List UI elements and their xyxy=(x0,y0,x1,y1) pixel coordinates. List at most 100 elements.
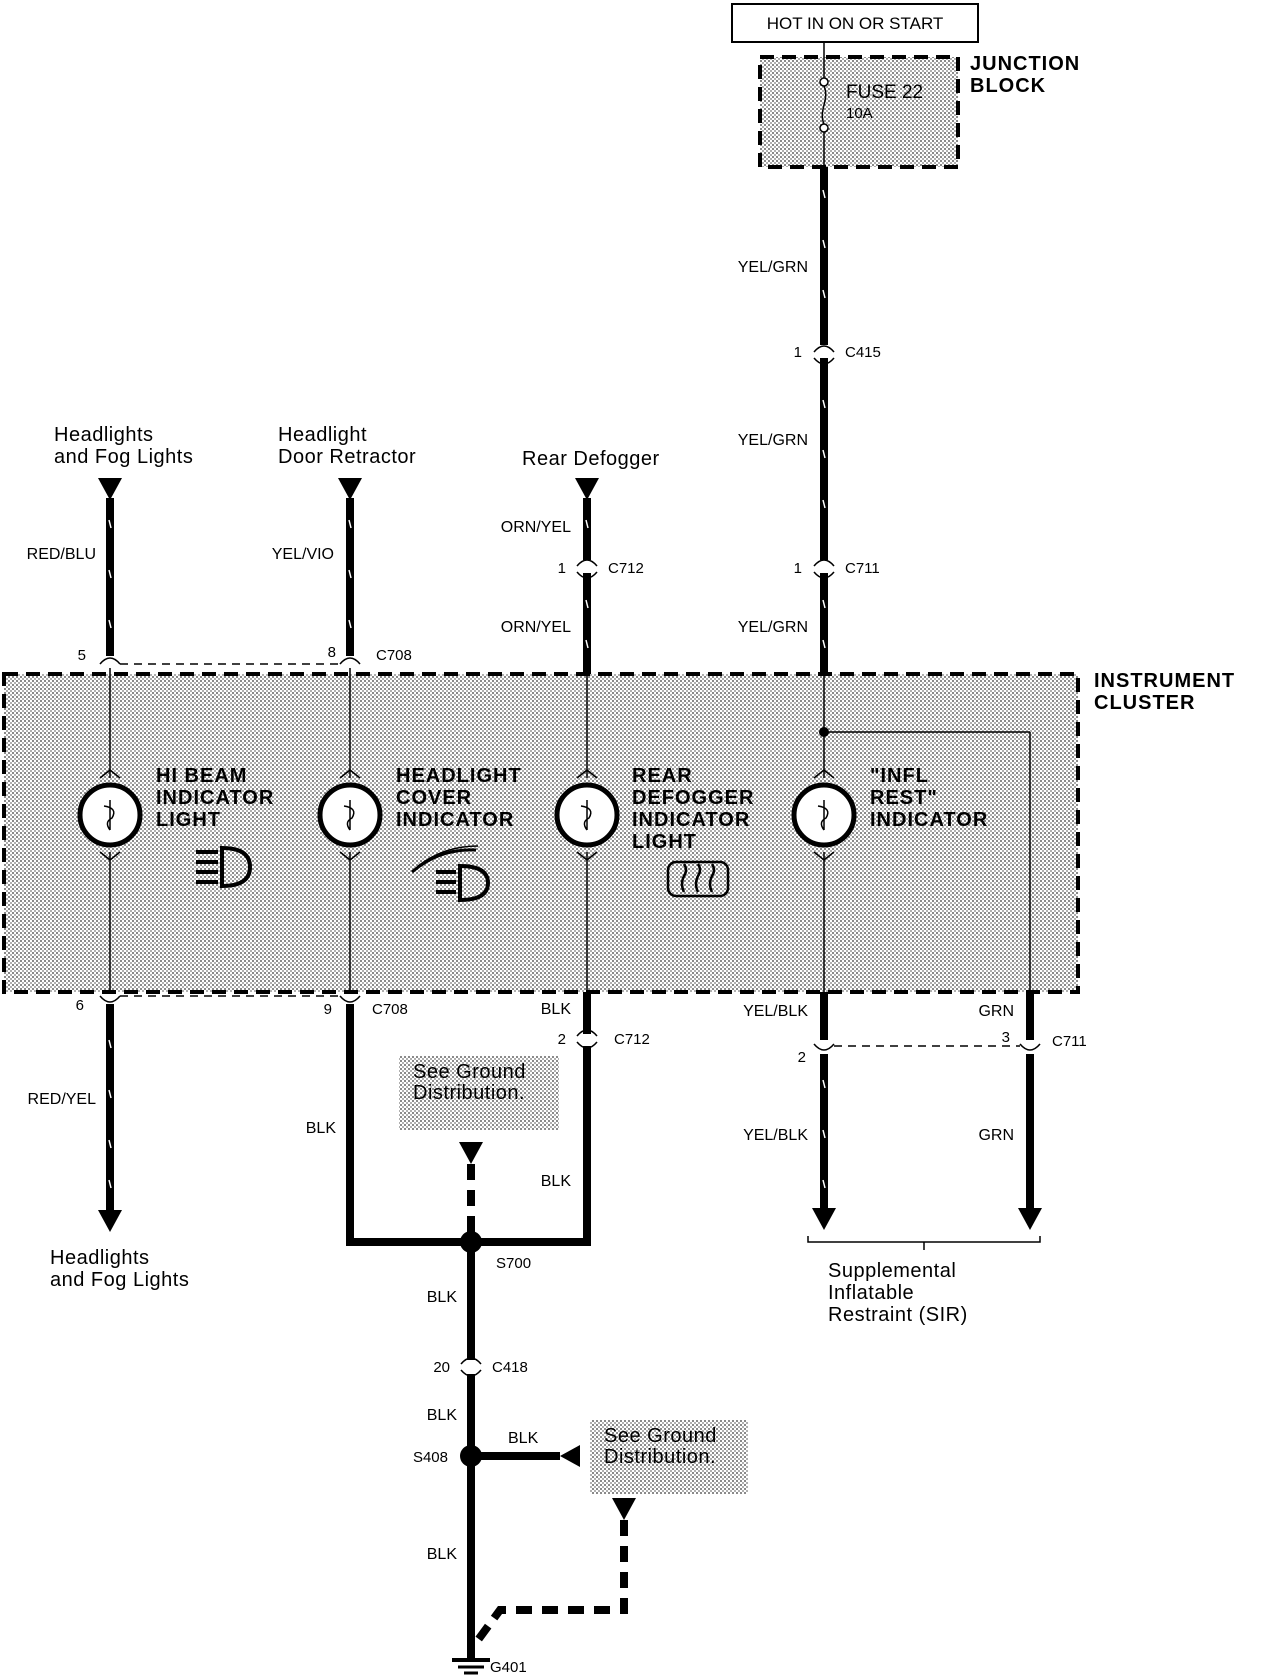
orn-yel-wire: ORN/YEL ORN/YEL 1 C712 xyxy=(501,478,644,675)
wire-label-grn-2: GRN xyxy=(978,1127,1014,1144)
infl-rest-line-2: REST" xyxy=(870,787,938,809)
source-headlight-door-2: Door Retractor xyxy=(278,446,416,468)
hot-label: HOT IN ON OR START xyxy=(767,14,944,33)
headlight-cover-label: HEADLIGHT COVER INDICATOR xyxy=(396,765,522,831)
c415-pin: 1 xyxy=(794,344,802,361)
connector-c711-top: 1 C711 xyxy=(794,559,880,579)
headlight-cover-line-3: INDICATOR xyxy=(396,809,514,831)
arrow-down-icon xyxy=(338,478,362,500)
wire-label-yel-vio: YEL/VIO xyxy=(272,546,334,563)
source-rear-defogger: Rear Defogger xyxy=(522,448,660,470)
yel-grn-feed: YEL/GRN YEL/GRN YEL/GRN xyxy=(738,167,828,675)
headlight-cover-line-1: HEADLIGHT xyxy=(396,765,522,787)
wire-label-yel-blk-2: YEL/BLK xyxy=(743,1127,808,1144)
hi-beam-bulb xyxy=(77,769,143,861)
wire-label-orn-yel-2: ORN/YEL xyxy=(501,619,571,636)
arrow-down-icon xyxy=(98,1210,122,1232)
fuse-rating: 10A xyxy=(846,105,873,122)
hi-beam-label: HI BEAM INDICATOR LIGHT xyxy=(156,765,274,831)
cluster-label-2: CLUSTER xyxy=(1094,692,1195,714)
splice-s408 xyxy=(460,1445,482,1467)
arrow-down-icon xyxy=(812,1208,836,1230)
sir-label-3: Restraint (SIR) xyxy=(828,1304,968,1326)
hi-beam-line-1: HI BEAM xyxy=(156,765,247,787)
source-headlights-fog-bottom-1: Headlights xyxy=(50,1247,150,1269)
c708-pin8: 8 xyxy=(328,644,336,661)
rear-defogger-line-3: INDICATOR xyxy=(632,809,750,831)
wire-stripe-marks xyxy=(108,189,826,1189)
connector-c708-top: 5 8 C708 xyxy=(78,644,412,665)
c711-top-label: C711 xyxy=(845,560,880,577)
arrow-down-icon xyxy=(575,478,599,500)
wire-label-blk-c708: BLK xyxy=(306,1120,337,1137)
junction-block: JUNCTION BLOCK FUSE 22 10A xyxy=(758,42,1080,169)
wire-label-yel-blk-1: YEL/BLK xyxy=(743,1003,808,1020)
headlight-cover-symbol-icon xyxy=(411,845,491,903)
infl-rest-line-3: INDICATOR xyxy=(870,809,988,831)
ground-ref-2-line-1: See Ground xyxy=(604,1425,717,1447)
wire-label-blk-g401: BLK xyxy=(427,1546,458,1563)
c712-top-pin: 1 xyxy=(558,560,566,577)
source-headlights-fog-top-2: and Fog Lights xyxy=(54,446,193,468)
red-yel-wire: RED/YEL Headlights and Fog Lights xyxy=(28,1004,189,1291)
c712-bot-pin: 2 xyxy=(558,1031,566,1048)
fuse-icon xyxy=(821,85,827,125)
wire-label-yel-grn-2: YEL/GRN xyxy=(738,432,808,449)
c708-pin6: 6 xyxy=(76,997,84,1014)
s408-label: S408 xyxy=(413,1449,448,1466)
arrow-down-icon xyxy=(612,1498,636,1520)
g401-label: G401 xyxy=(490,1659,527,1676)
ground-ref-1: See Ground Distribution. xyxy=(399,1056,559,1236)
blk-c708-wire: BLK xyxy=(306,1004,468,1246)
c418-label: C418 xyxy=(492,1359,528,1376)
ground-ref-1-line-1: See Ground xyxy=(413,1061,526,1083)
fuse-name: FUSE 22 xyxy=(846,82,923,103)
hi-beam-line-2: INDICATOR xyxy=(156,787,274,809)
wire-label-blk-s700: BLK xyxy=(427,1289,458,1306)
rear-defogger-symbol-icon xyxy=(666,860,730,898)
c711-top-pin: 1 xyxy=(794,560,802,577)
source-headlight-door-1: Headlight xyxy=(278,424,367,446)
c415-label: C415 xyxy=(845,344,881,361)
connector-c415: 1 C415 xyxy=(794,344,881,365)
cluster-internal-wiring xyxy=(109,668,1031,994)
wire-label-red-yel: RED/YEL xyxy=(28,1091,97,1108)
c708-pin9: 9 xyxy=(324,1001,332,1018)
s700-label: S700 xyxy=(496,1255,531,1272)
wire-label-grn-1: GRN xyxy=(978,1003,1014,1020)
infl-rest-line-1: "INFL xyxy=(870,765,929,787)
rear-defogger-line-4: LIGHT xyxy=(632,831,697,853)
ground-ref-1-line-2: Distribution. xyxy=(413,1082,525,1104)
arrow-down-icon xyxy=(459,1142,483,1164)
red-blu-wire: RED/BLU xyxy=(27,478,122,656)
junction-block-label-1: JUNCTION xyxy=(970,53,1080,75)
arrow-down-icon xyxy=(1018,1208,1042,1230)
source-headlights-fog-bottom-2: and Fog Lights xyxy=(50,1269,189,1291)
rear-defogger-line-2: DEFOGGER xyxy=(632,787,754,809)
c711-pin3: 3 xyxy=(1002,1029,1010,1046)
blk-c712-wire: BLK 2 C712 BLK xyxy=(474,992,650,1246)
c418-pin: 20 xyxy=(433,1359,450,1376)
sir-label-2: Inflatable xyxy=(828,1282,914,1304)
instrument-cluster: INSTRUMENT CLUSTER xyxy=(2,670,1235,994)
fuse-terminal-bottom xyxy=(819,123,829,133)
c708-top-label: C708 xyxy=(376,647,412,664)
c711-pin2: 2 xyxy=(798,1049,806,1066)
blk-s408-branch: BLK xyxy=(480,1430,580,1467)
wire-label-orn-yel-1: ORN/YEL xyxy=(501,519,571,536)
headlight-cover-line-2: COVER xyxy=(396,787,472,809)
wire-label-blk-c712-bot: BLK xyxy=(541,1173,572,1190)
ground-ref-2-line-2: Distribution. xyxy=(604,1446,716,1468)
hot-label-box: HOT IN ON OR START xyxy=(731,3,979,43)
wire-label-red-blu: RED/BLU xyxy=(27,546,96,563)
c708-pin5: 5 xyxy=(78,647,86,664)
ground-g401: G401 xyxy=(452,1658,527,1676)
wire-label-blk-c418: BLK xyxy=(427,1407,458,1424)
connector-c708-bottom: 6 9 C708 xyxy=(76,995,408,1018)
rear-defogger-line-1: REAR xyxy=(632,765,693,787)
source-headlights-fog-top-1: Headlights xyxy=(54,424,154,446)
splice-s700: S700 xyxy=(460,1231,531,1272)
wire-label-yel-grn-1: YEL/GRN xyxy=(738,259,808,276)
cluster-label-1: INSTRUMENT xyxy=(1094,670,1235,692)
